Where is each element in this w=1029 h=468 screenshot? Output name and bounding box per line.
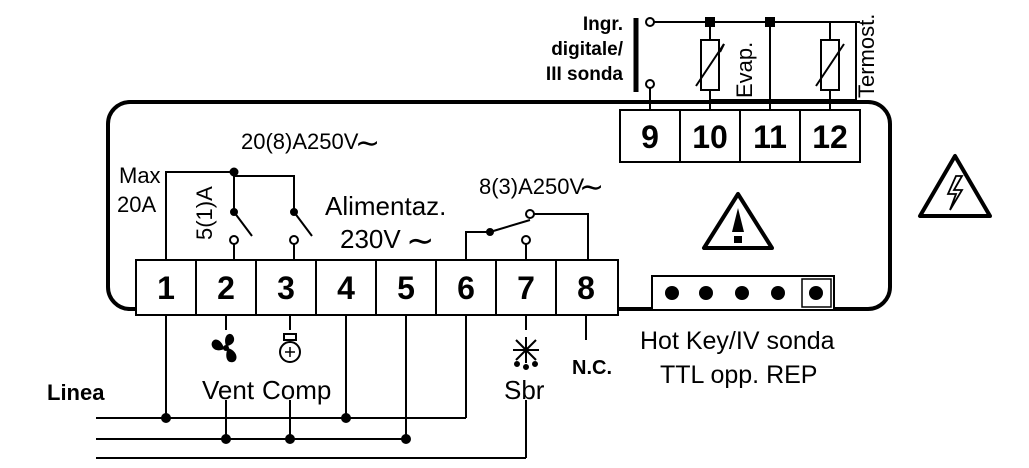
compressor-label: Comp	[262, 375, 331, 405]
digital-input-label-3: III sonda	[546, 64, 624, 85]
terminal-4: 4	[337, 270, 355, 306]
terminal-9: 9	[641, 119, 659, 155]
probe-wiring-nodes	[645, 17, 775, 89]
terminal-11: 11	[753, 119, 787, 155]
probe-evap-label: Evap.	[732, 42, 757, 98]
power-supply-label: Alimentaz.	[325, 191, 446, 221]
terminal-10: 10	[692, 119, 728, 155]
ac-symbol: ∼	[579, 171, 604, 204]
terminal-2: 2	[217, 270, 235, 306]
terminal-8: 8	[577, 270, 595, 306]
probe-wiring	[633, 18, 860, 110]
fan-label: Vent	[202, 375, 255, 405]
terminal-5: 5	[397, 270, 415, 306]
relay-rating-main: 20(8)A250V	[241, 129, 359, 154]
relay-rating-fan: 5(1)A	[192, 186, 217, 240]
power-supply-voltage: 230V	[340, 224, 401, 254]
terminal-block-bottom: 1 2 3 4 5 6 7 8	[135, 259, 619, 316]
max-current-label: Max	[119, 163, 161, 188]
not-connected-label: N.C.	[572, 357, 612, 379]
terminal-6: 6	[457, 270, 475, 306]
hotkey-label-2: TTL opp. REP	[660, 361, 817, 389]
probe-thermostat-label: Termost.	[854, 14, 879, 98]
terminal-7: 7	[517, 270, 535, 306]
line-wiring	[96, 315, 587, 459]
compressor-icon	[279, 333, 301, 363]
terminal-1: 1	[157, 270, 175, 306]
ac-symbol: ∼	[406, 222, 435, 260]
defrost-snowflake-icon	[513, 337, 539, 370]
relay-contact-points	[229, 167, 535, 245]
hotkey-label-1: Hot Key/IV sonda	[640, 327, 835, 355]
terminal-block-top: 9 10 11 12	[619, 109, 861, 163]
terminal-12: 12	[812, 119, 848, 155]
line-label: Linea	[47, 380, 105, 405]
defrost-label: Sbr	[504, 375, 545, 405]
ac-symbol: ∼	[355, 127, 380, 160]
terminal-3: 3	[277, 270, 295, 306]
warning-exclamation-icon	[702, 192, 774, 250]
relay-rating-defrost: 8(3)A250V	[479, 174, 585, 199]
digital-input-label-2: digitale/	[551, 39, 624, 60]
max-current-value: 20A	[117, 192, 156, 217]
digital-input-label-1: Ingr.	[583, 14, 623, 35]
hotkey-connector	[651, 275, 835, 311]
electric-hazard-icon	[918, 154, 992, 218]
fan-icon	[211, 333, 237, 363]
line-wiring-nodes	[161, 413, 411, 444]
